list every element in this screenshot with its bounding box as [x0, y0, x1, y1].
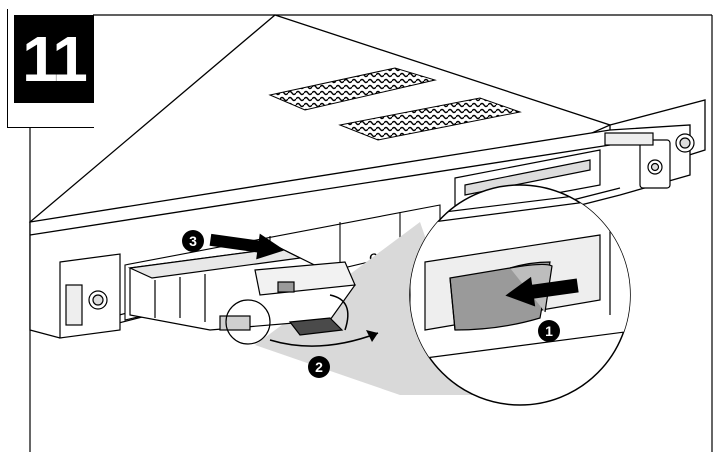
release-latch: [219, 315, 251, 331]
vent-grille: [338, 97, 522, 141]
zoom-detail: [409, 184, 631, 406]
lever-rotation-arrow: [269, 332, 379, 347]
vent-grille: [268, 67, 437, 111]
rack-ear-right: [604, 132, 695, 189]
ventilation-grilles: [268, 67, 522, 141]
step-badge-frame: [7, 9, 94, 128]
push-arrow: [505, 276, 579, 307]
callout-2: 2: [308, 356, 330, 378]
callout-1: 1: [538, 320, 560, 342]
pull-arrow: [209, 233, 285, 260]
arrow-head: [366, 330, 378, 342]
hot-plug-drive: [127, 247, 356, 336]
rack-ear-left: [59, 253, 121, 339]
ejector-lever: [288, 317, 344, 336]
callout-3: 3: [182, 230, 204, 252]
step-number: 11: [14, 15, 94, 103]
detail-focus-circle: [225, 299, 271, 345]
